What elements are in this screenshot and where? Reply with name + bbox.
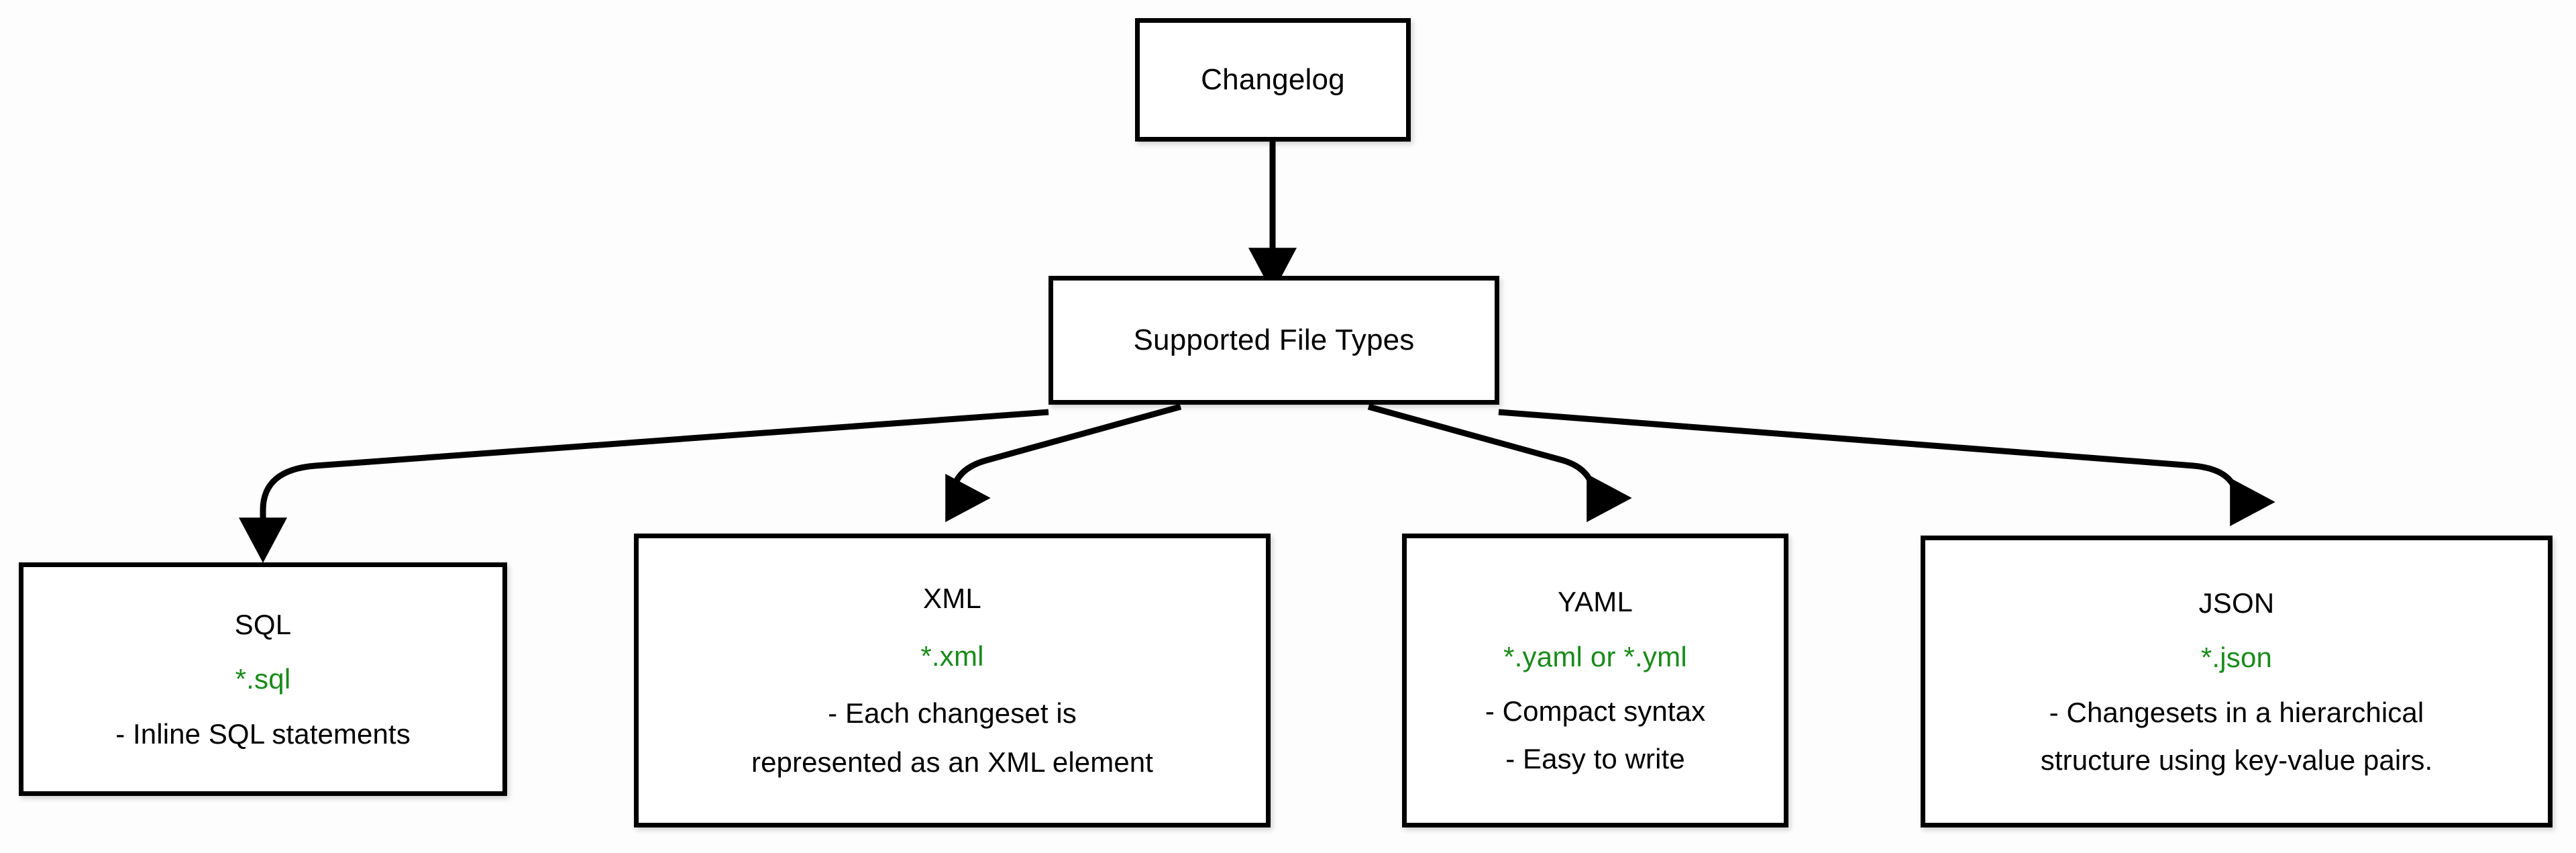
node-sql-description-line: - Inline SQL statements <box>115 717 411 750</box>
edge-supported-to-sql <box>239 409 1049 563</box>
edge-supported-to-json <box>1498 409 2261 540</box>
node-json[interactable]: JSON *.json - Changesets in a hierarchic… <box>1921 536 2553 827</box>
node-json-description: - Changesets in a hierarchical structure… <box>2040 696 2433 776</box>
edge-supported-to-yaml <box>1367 403 1618 536</box>
node-yaml-description-line: - Compact syntax <box>1485 695 1706 727</box>
node-yaml-description-line: - Easy to write <box>1505 743 1685 775</box>
node-json-description-line: structure using key-value pairs. <box>2040 744 2433 776</box>
node-sql[interactable]: SQL *.sql - Inline SQL statements <box>19 562 507 796</box>
node-xml-title: XML <box>923 583 981 615</box>
node-supported-file-types-label: Supported File Types <box>1133 323 1415 357</box>
node-supported-file-types[interactable]: Supported File Types <box>1049 276 1499 405</box>
node-yaml-extension: *.yaml or *.yml <box>1503 640 1687 672</box>
node-xml-description: - Each changeset is represented as an XM… <box>751 698 1153 778</box>
node-xml-description-line: - Each changeset is <box>828 697 1077 729</box>
node-sql-extension: *.sql <box>235 663 291 695</box>
node-json-description-line: - Changesets in a hierarchical <box>2049 696 2424 728</box>
node-changelog-label: Changelog <box>1201 63 1345 97</box>
node-sql-description: - Inline SQL statements <box>115 717 411 750</box>
node-sql-title: SQL <box>234 608 292 640</box>
node-yaml-title: YAML <box>1557 586 1633 618</box>
node-yaml[interactable]: YAML *.yaml or *.yml - Compact syntax - … <box>1402 534 1788 827</box>
node-json-extension: *.json <box>2200 642 2273 674</box>
node-json-title: JSON <box>2198 587 2275 619</box>
node-xml-extension: *.xml <box>920 640 984 672</box>
node-yaml-description: - Compact syntax - Easy to write <box>1485 696 1705 774</box>
node-xml[interactable]: XML *.xml - Each changeset is represente… <box>634 534 1271 827</box>
node-xml-description-line: represented as an XML element <box>751 746 1154 779</box>
edge-supported-to-xml <box>928 403 1182 536</box>
node-changelog[interactable]: Changelog <box>1135 18 1411 142</box>
